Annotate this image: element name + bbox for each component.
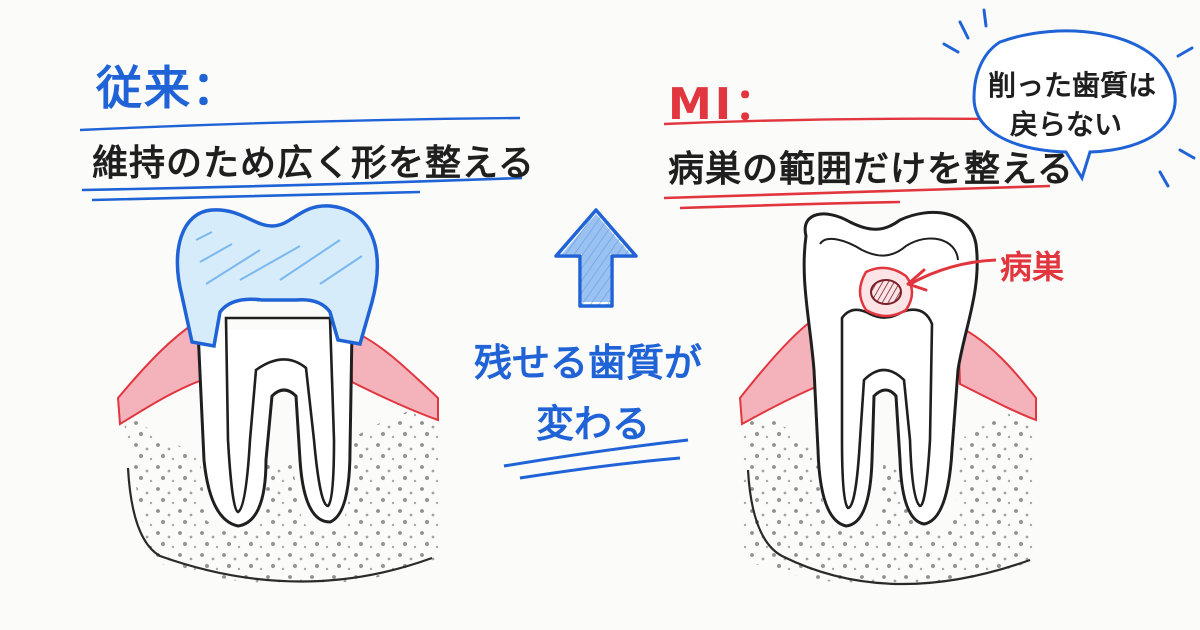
center-underline: [503, 438, 689, 480]
center-caption-line2: 変わる: [536, 402, 651, 446]
left-subheading: 維持のため広く形を整える: [92, 143, 535, 184]
right-gum-right: [956, 324, 1037, 422]
up-arrow-icon: [554, 208, 638, 308]
speech-bubble-icon: [942, 8, 1196, 188]
lesion-label: 病巣: [1000, 248, 1065, 286]
right-sub-underline: [663, 184, 1051, 210]
lesion-arrow-icon: [906, 258, 997, 292]
left-gum-right: [348, 328, 439, 422]
right-gum-left: [738, 320, 820, 426]
right-tooth-pulp: [840, 308, 934, 510]
right-tooth-outline: [802, 210, 979, 528]
center-caption-line1: 残せる歯質が: [474, 341, 703, 385]
left-bone: [120, 402, 438, 585]
bubble-text-line2: 戻らない: [1010, 108, 1123, 141]
left-tooth-root: [196, 329, 354, 528]
right-tooth-diagram: [738, 210, 1037, 586]
left-sub-underline: [81, 176, 523, 202]
left-heading-underline: [79, 116, 521, 132]
left-tooth-diagram: [116, 204, 439, 585]
left-heading: 従来：: [96, 61, 240, 115]
lesion-core: [870, 279, 902, 305]
right-heading: MI：: [668, 79, 782, 130]
left-crown-cap: [175, 204, 379, 349]
right-subheading: 病巣の範囲だけを整える: [668, 149, 1074, 190]
left-tooth-pulp: [224, 316, 336, 514]
right-bone: [742, 402, 1036, 586]
bubble-text-line1: 削った歯質は: [988, 69, 1157, 102]
